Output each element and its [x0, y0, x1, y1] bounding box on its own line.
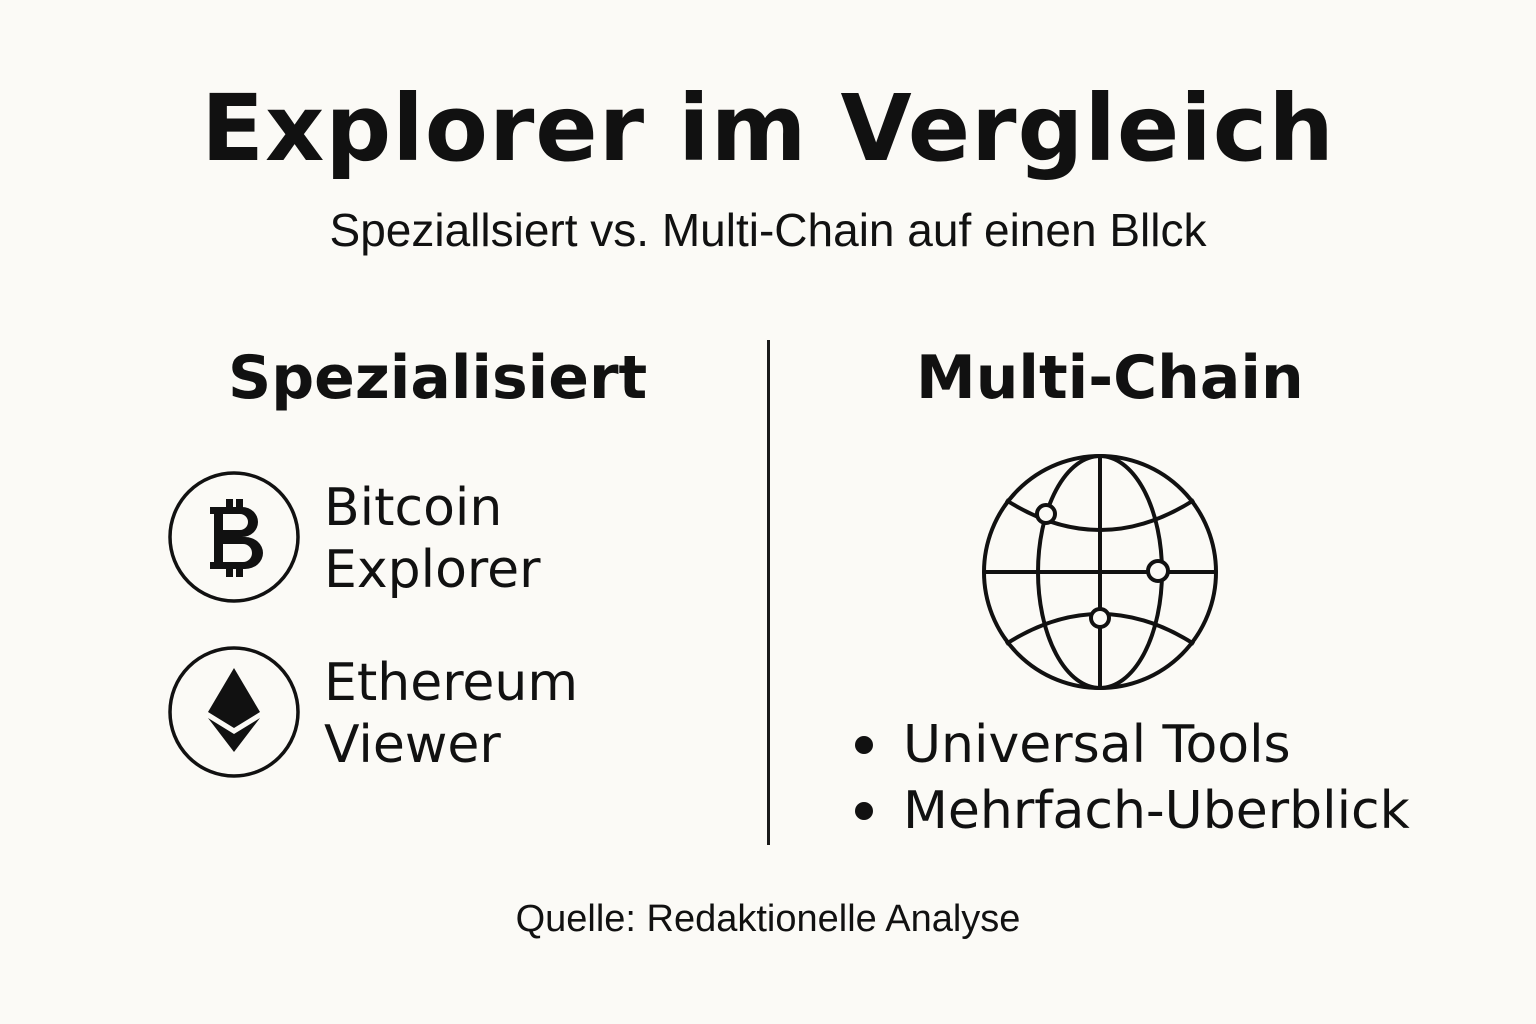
page-title: Explorer im Vergleich: [201, 75, 1335, 182]
list-item-bitcoin: Bitcoin Explorer: [166, 469, 541, 605]
bullet-item: Mehrfach-Uberblick: [855, 778, 1410, 844]
bullet-dot-icon: [855, 802, 873, 820]
bullet-text: Mehrfach-Uberblick: [903, 781, 1410, 841]
right-column-heading: Multi-Chain: [916, 343, 1304, 413]
page-subtitle: Speziallsiert vs. Multi-Chain auf einen …: [329, 204, 1207, 256]
bullet-text: Universal Tools: [903, 715, 1291, 775]
bitcoin-label: Bitcoin Explorer: [324, 478, 541, 600]
bullet-dot-icon: [855, 736, 873, 754]
ethereum-label: Ethereum Viewer: [324, 653, 579, 775]
multi-chain-bullet-list: Universal Tools Mehrfach-Uberblick: [855, 712, 1410, 844]
list-item-ethereum: Ethereum Viewer: [166, 644, 578, 780]
bitcoin-icon: [166, 469, 302, 605]
globe-network-icon: [978, 450, 1222, 698]
ethereum-icon: [166, 644, 302, 780]
source-caption: Quelle: Redaktionelle Analyse: [515, 898, 1021, 940]
bullet-item: Universal Tools: [855, 712, 1410, 778]
column-divider: [767, 340, 770, 845]
left-column-heading: Spezialisiert: [228, 343, 648, 413]
